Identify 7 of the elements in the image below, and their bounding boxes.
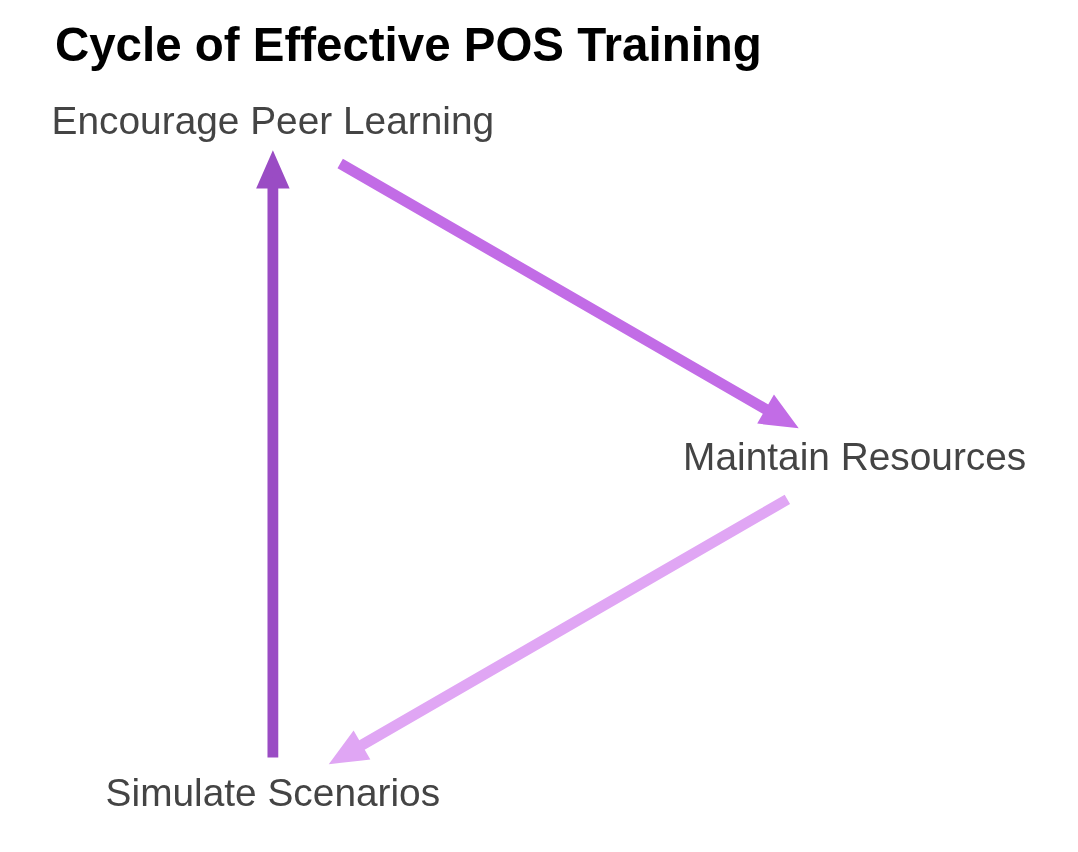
node-text: Maintain Resources xyxy=(682,435,1026,479)
arrow xyxy=(255,150,290,758)
node-text: Simulate Scenarios xyxy=(105,770,440,814)
arrow xyxy=(328,494,790,765)
diagram-title: Cycle of Effective POS Training xyxy=(54,18,762,72)
arrow xyxy=(337,158,799,429)
node-text: Encourage Peer Learning xyxy=(51,99,494,143)
